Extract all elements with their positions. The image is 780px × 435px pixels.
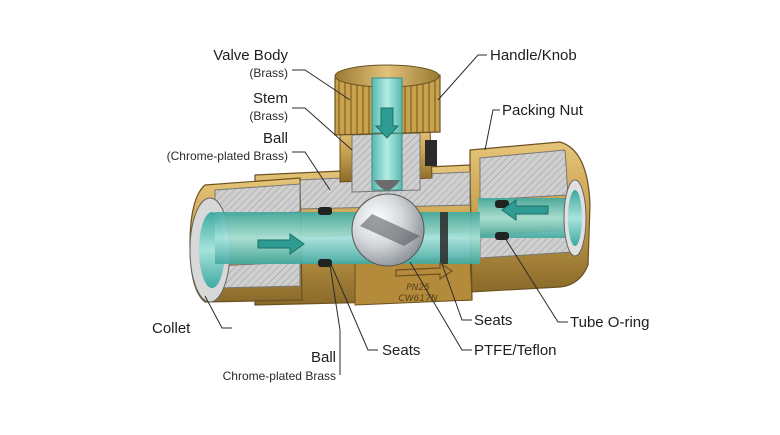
label-ball-top-material: (Chrome-plated Brass) <box>167 149 288 163</box>
label-handle-knob: Handle/Knob <box>490 47 577 64</box>
handle-knob <box>334 64 441 166</box>
label-ball-top: Ball <box>263 130 288 147</box>
label-ball-bottom: Ball <box>311 349 336 366</box>
label-stem: Stem <box>253 90 288 107</box>
ball <box>351 193 425 267</box>
label-packing-nut: Packing Nut <box>502 102 584 119</box>
label-ptfe-teflon: PTFE/Teflon <box>474 342 557 359</box>
leader-lines <box>204 54 568 375</box>
left-fitting <box>189 177 303 303</box>
right-fitting <box>469 141 591 293</box>
marking-cw617n: CW617N <box>398 294 437 304</box>
label-stem-material: (Brass) <box>249 109 288 123</box>
label-tube-o-ring: Tube O-ring <box>570 314 649 331</box>
label-valve-body-material: (Brass) <box>249 66 288 80</box>
label-seats-right: Seats <box>474 312 512 329</box>
marking-pn25: PN25 <box>406 283 430 293</box>
label-ball-bottom-material: Chrome-plated Brass <box>223 369 336 383</box>
fluid-passage <box>215 212 480 264</box>
label-valve-body: Valve Body <box>213 47 288 64</box>
flow-arrows <box>257 107 549 281</box>
label-seats-bottom: Seats <box>382 342 420 359</box>
label-collet: Collet <box>152 320 191 337</box>
